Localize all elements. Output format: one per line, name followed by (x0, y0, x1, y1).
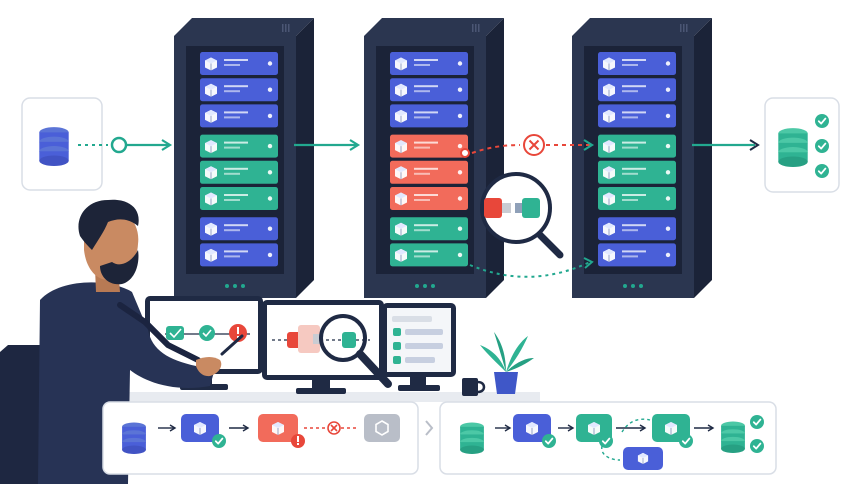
checkmark-icon (541, 433, 557, 449)
server-unit (598, 217, 676, 241)
desk (0, 392, 540, 402)
database-icon (721, 421, 745, 453)
server-unit (390, 52, 468, 75)
server-unit (598, 134, 676, 158)
checkmark-icon (749, 438, 765, 454)
server-unit (598, 160, 676, 184)
database-icon (778, 128, 808, 167)
mug-icon (462, 378, 486, 396)
warning-icon (291, 434, 305, 448)
output-connector-line (692, 139, 760, 151)
server-unit (598, 104, 676, 128)
broken-connector-icon (484, 198, 540, 218)
checkmark-icon (678, 433, 694, 449)
server-unit (200, 134, 278, 158)
error-x-icon (523, 134, 545, 156)
server-unit (390, 134, 468, 158)
plant-icon (480, 332, 534, 394)
server-unit (390, 217, 468, 241)
server-unit (200, 187, 278, 210)
chevron-right-icon (425, 420, 434, 436)
error-x-icon (327, 421, 341, 435)
monitor-checklist (382, 303, 456, 391)
server-unit (390, 160, 468, 184)
server-unit (200, 104, 278, 128)
server-unit (200, 217, 278, 241)
database-icon (460, 422, 484, 454)
failed-pipeline-card (102, 401, 419, 475)
checkmark-icon (814, 138, 830, 154)
server-unit (598, 52, 676, 75)
checkmark-icon (814, 113, 830, 129)
server-racks (174, 18, 712, 298)
checkmark-icon (598, 433, 614, 449)
left-rack (174, 18, 314, 298)
broken-connection (460, 134, 595, 158)
server-unit (200, 52, 278, 75)
database-icon (39, 127, 69, 166)
server-unit (390, 104, 468, 128)
server-unit (390, 243, 468, 267)
server-unit (390, 78, 468, 102)
server-unit (200, 160, 278, 184)
checkmark-icon (749, 414, 765, 430)
rack-connector-1 (294, 139, 361, 151)
server-unit (200, 78, 278, 102)
recovered-pipeline-card (439, 401, 777, 475)
input-connector-line (78, 136, 173, 154)
server-unit (200, 243, 278, 267)
server-unit (598, 187, 676, 210)
server-unit (598, 243, 676, 267)
engineer-person (0, 199, 244, 484)
server-unit (390, 187, 468, 210)
right-rack (572, 18, 712, 298)
monitor-connector-detail (262, 300, 392, 394)
reroute-connection (469, 257, 594, 278)
server-unit (598, 78, 676, 102)
checkmark-icon (211, 433, 227, 449)
checkmark-icon (814, 163, 830, 179)
magnifier-icon (480, 172, 564, 259)
output-database-card (764, 97, 840, 193)
database-icon (122, 422, 146, 454)
middle-rack (364, 18, 504, 298)
input-database-card (21, 97, 103, 191)
